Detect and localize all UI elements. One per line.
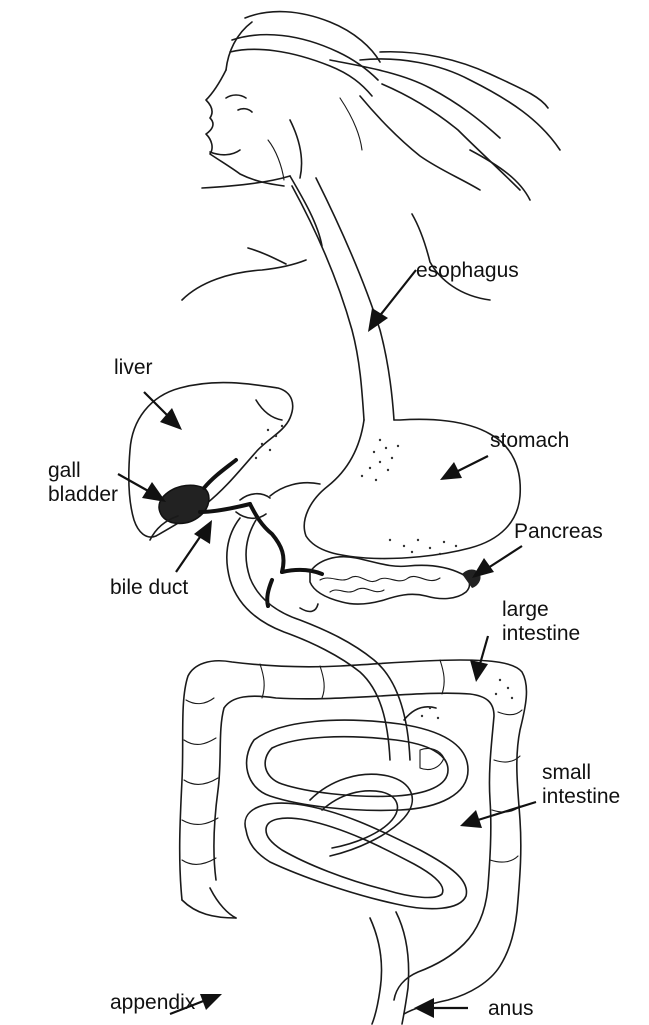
esophagus-arrow [368,270,416,332]
liver-organ [129,383,293,538]
stomach-arrow [440,456,488,480]
label-bile-duct: bile duct [110,575,188,600]
gall-bladder-arrow [118,474,166,502]
label-liver: liver [114,355,153,380]
large-intestine-organ [180,660,527,1014]
label-large-intestine-line1: large [502,597,549,622]
esophagus-organ [292,178,394,420]
label-gall-bladder-line1: gall [48,458,81,483]
bile-duct-arrow [176,520,212,572]
small-intestine-arrow [460,802,536,828]
duodenum [227,518,410,760]
label-pancreas: Pancreas [514,519,603,544]
label-large-intestine-line2: intestine [502,621,580,646]
liver-arrow [144,392,182,430]
small-intestine-organ [245,707,468,909]
label-small-intestine-line1: small [542,760,591,785]
pancreas-arrow [472,546,522,578]
label-stomach: stomach [490,428,569,453]
stomach-organ [270,419,520,558]
head-figure [182,12,560,300]
pancreas-organ [300,557,481,612]
rectum [370,912,409,1024]
label-appendix: appendix [110,990,195,1015]
label-small-intestine-line2: intestine [542,784,620,809]
arrows [118,270,536,1018]
bile-duct-organ [200,460,322,606]
label-esophagus: esophagus [416,258,519,283]
large-intestine-arrow [470,636,488,682]
label-gall-bladder-line2: bladder [48,482,118,507]
label-anus: anus [488,996,534,1021]
